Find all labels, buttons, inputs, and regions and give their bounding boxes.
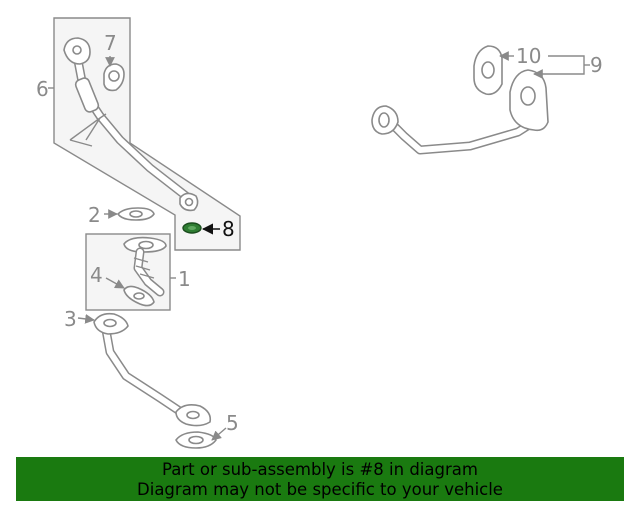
part-6-pipe [63, 37, 199, 212]
part-3-tube [93, 312, 212, 427]
callout-8: 8 [222, 217, 235, 241]
callout-6: 6 [36, 77, 49, 101]
banner-line-2: Diagram may not be specific to your vehi… [137, 480, 503, 499]
part-4-gasket [123, 285, 155, 307]
callout-9: 9 [590, 53, 603, 77]
leader-lines [48, 51, 590, 441]
callout-5: 5 [226, 411, 239, 435]
part-8-gasket-hole [188, 226, 196, 230]
callout-4: 4 [90, 263, 103, 287]
callout-2: 2 [88, 203, 101, 227]
part-2-gasket [117, 207, 155, 221]
part-9-pipe [371, 69, 549, 155]
callout-10: 10 [516, 44, 541, 68]
part-1-tube [123, 236, 167, 297]
part-10-gasket [473, 45, 503, 96]
group-box-6 [53, 17, 241, 251]
callout-7: 7 [104, 31, 117, 55]
info-banner: Part or sub-assembly is #8 in diagram Di… [16, 457, 624, 501]
part-5-gasket [175, 431, 217, 449]
callout-1: 1 [178, 267, 191, 291]
callout-3: 3 [64, 307, 77, 331]
banner-line-1: Part or sub-assembly is #8 in diagram [162, 460, 478, 479]
parts-diagram: 6 7 2 8 4 1 3 5 10 9 [36, 17, 603, 449]
